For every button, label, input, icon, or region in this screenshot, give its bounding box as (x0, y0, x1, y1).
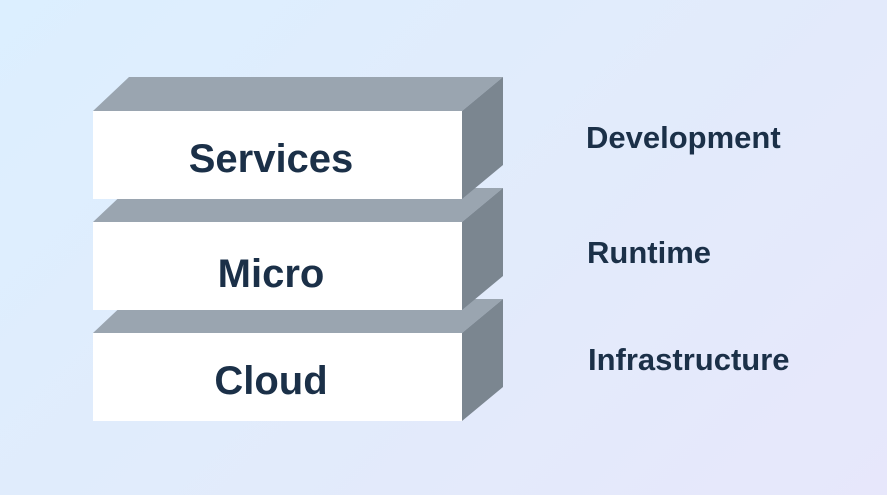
layer-block-micro-front (93, 222, 462, 310)
layer-block-cloud-side (462, 299, 503, 421)
layer-block-cloud-front (93, 333, 462, 421)
layer-label-cloud: Cloud (214, 359, 327, 403)
layer-block-micro-side (462, 188, 503, 310)
layer-label-micro: Micro (218, 252, 325, 296)
layer-block-services: Services (93, 77, 503, 199)
role-label-development: Development (586, 120, 781, 155)
role-label-runtime: Runtime (587, 235, 711, 270)
layer-block-micro: Micro (93, 188, 503, 310)
layer-block-cloud: Cloud (93, 299, 503, 421)
layer-block-services-front (93, 111, 462, 199)
role-label-infrastructure: Infrastructure (588, 342, 790, 377)
layer-block-services-top (93, 77, 503, 111)
layer-label-services: Services (189, 137, 354, 181)
layer-block-services-side (462, 77, 503, 199)
